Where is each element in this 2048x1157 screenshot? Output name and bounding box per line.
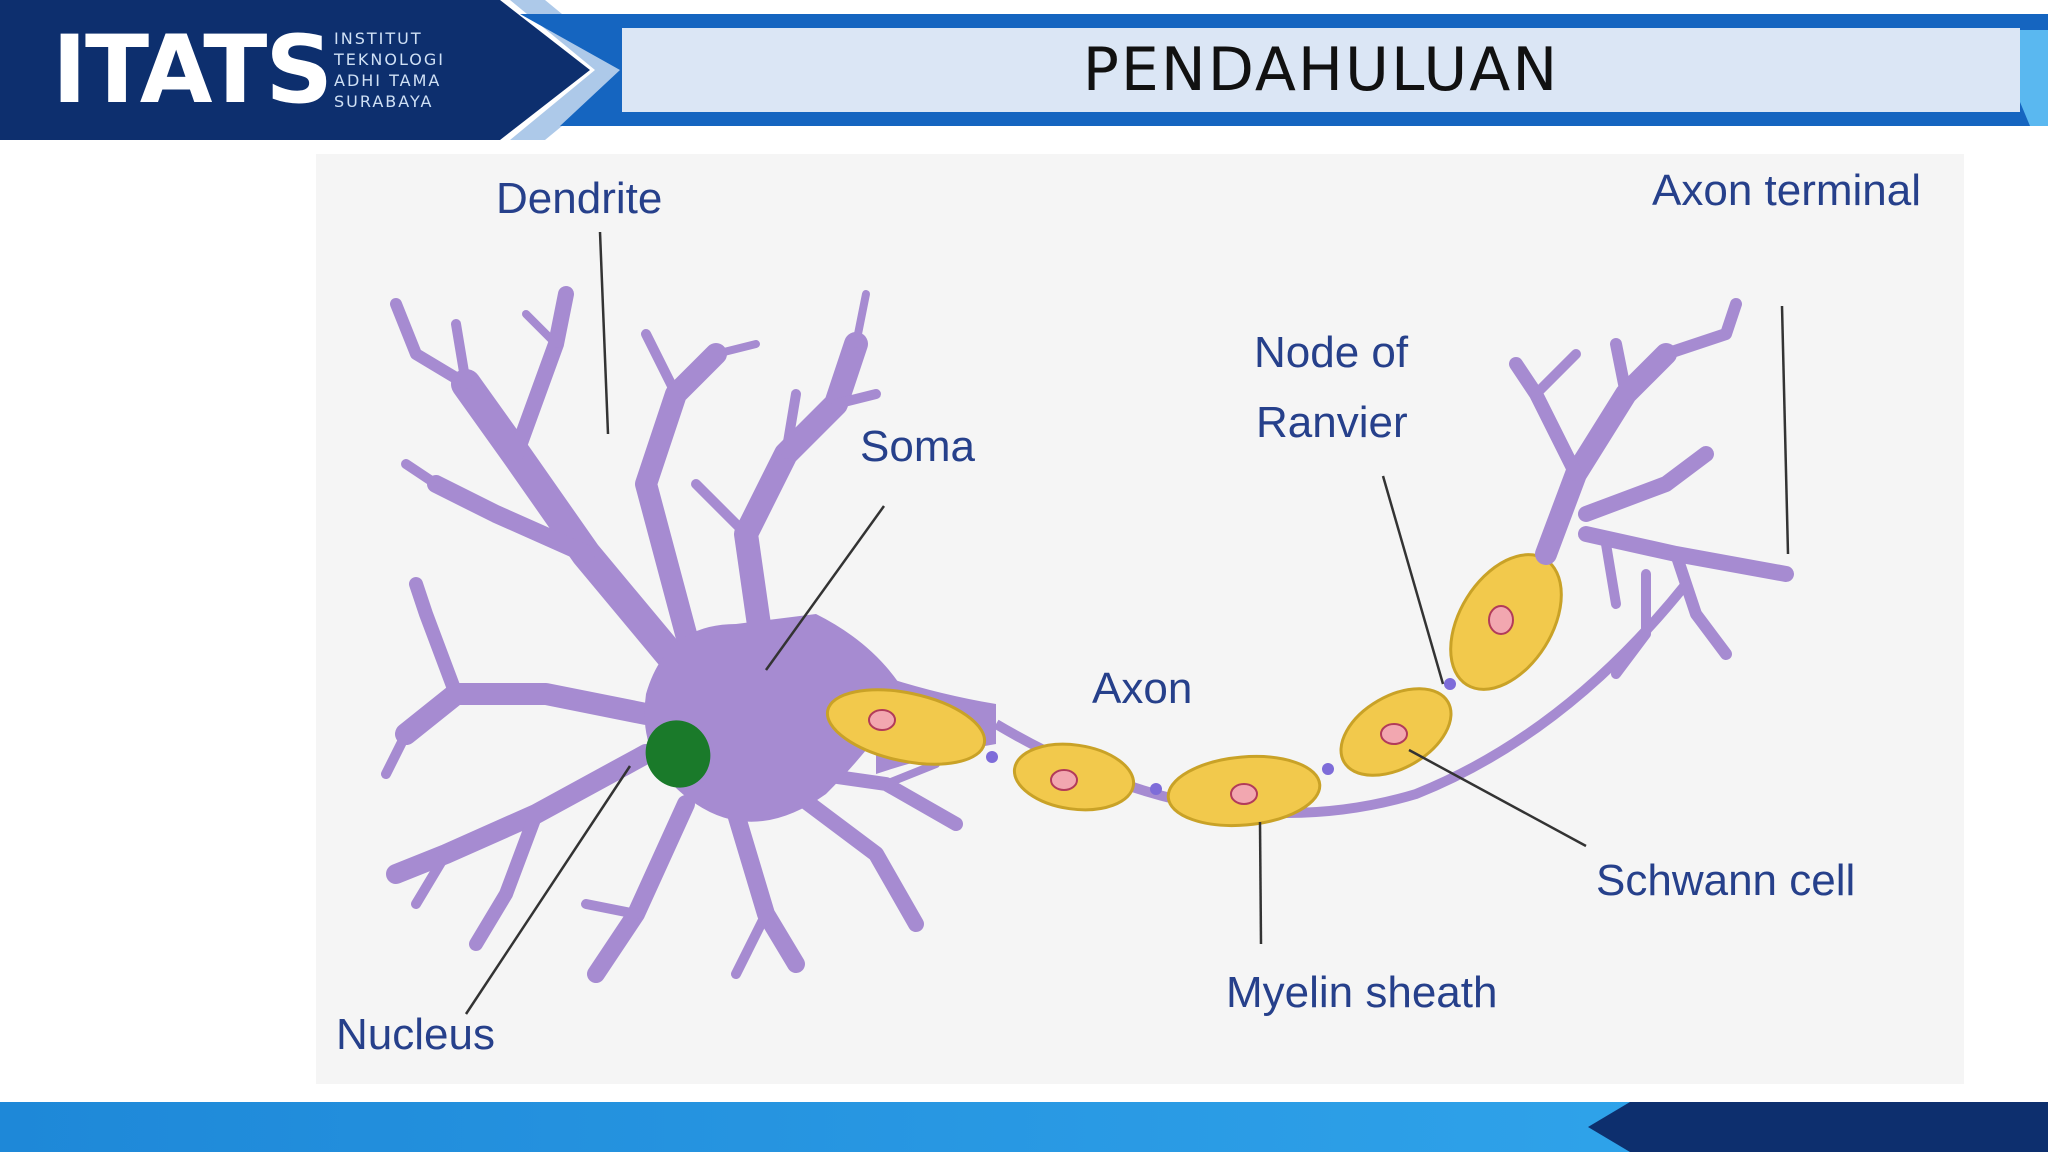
label-axon-terminal: Axon terminal [1652,166,1922,215]
footer-background [0,1102,2048,1152]
label-schwann-cell: Schwann cell [1596,856,1856,905]
myelin-sheath [825,553,1563,828]
slide-header: ITATS INSTITUT TEKNOLOGI ADHI TAMA SURAB… [0,0,2048,140]
axon-terminal [1509,298,1794,679]
slide-footer [0,1102,2048,1152]
label-node-of-ranvier-line1: Node of [1254,328,1409,377]
label-dendrite: Dendrite [496,174,663,223]
itats-logo: ITATS [52,16,333,125]
itats-logo-subtitle: INSTITUT TEKNOLOGI ADHI TAMA SURABAYA [334,29,445,111]
label-nucleus: Nucleus [336,1010,495,1059]
label-myelin-sheath: Myelin sheath [1226,968,1498,1017]
nodes-of-ranvier [986,678,1456,795]
neuron-illustration [381,231,1794,1015]
schwann-nuclei [868,605,1514,805]
slide-title: PENDAHULUAN [1082,35,1560,105]
label-soma: Soma [860,422,975,471]
slide-title-box: PENDAHULUAN [622,28,2020,112]
soma [644,614,906,822]
neuron-diagram: Dendrite Axon terminal Soma Node of Ranv… [316,154,1964,1084]
dendrites [381,286,963,983]
label-axon: Axon [1092,664,1193,713]
label-node-of-ranvier-line2: Ranvier [1256,398,1408,447]
nucleus [645,720,711,788]
label-leader-lines [464,231,1790,1015]
